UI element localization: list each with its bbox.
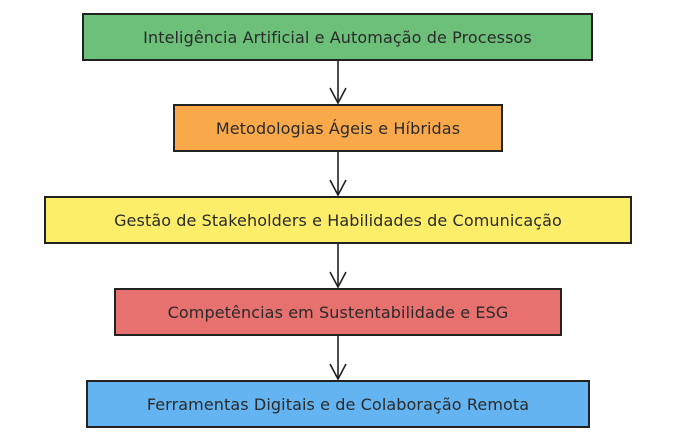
node-sustainability-esg: Competências em Sustentabilidade e ESG [114, 288, 562, 336]
node-stakeholder-communication: Gestão de Stakeholders e Habilidades de … [44, 196, 632, 244]
node-label: Competências em Sustentabilidade e ESG [167, 302, 509, 322]
node-label: Gestão de Stakeholders e Habilidades de … [114, 210, 562, 230]
arrow-2-to-3 [329, 244, 347, 289]
arrow-3-to-4 [329, 336, 347, 381]
node-label: Ferramentas Digitais e de Colaboração Re… [146, 394, 530, 414]
node-label: Metodologias Ágeis e Híbridas [215, 118, 461, 138]
node-label: Inteligência Artificial e Automação de P… [143, 27, 532, 47]
arrow-0-to-1 [329, 61, 347, 105]
node-agile-methodologies: Metodologias Ágeis e Híbridas [173, 104, 503, 152]
node-ai-automation: Inteligência Artificial e Automação de P… [82, 13, 593, 61]
arrow-1-to-2 [329, 152, 347, 197]
node-digital-collaboration: Ferramentas Digitais e de Colaboração Re… [86, 380, 590, 428]
